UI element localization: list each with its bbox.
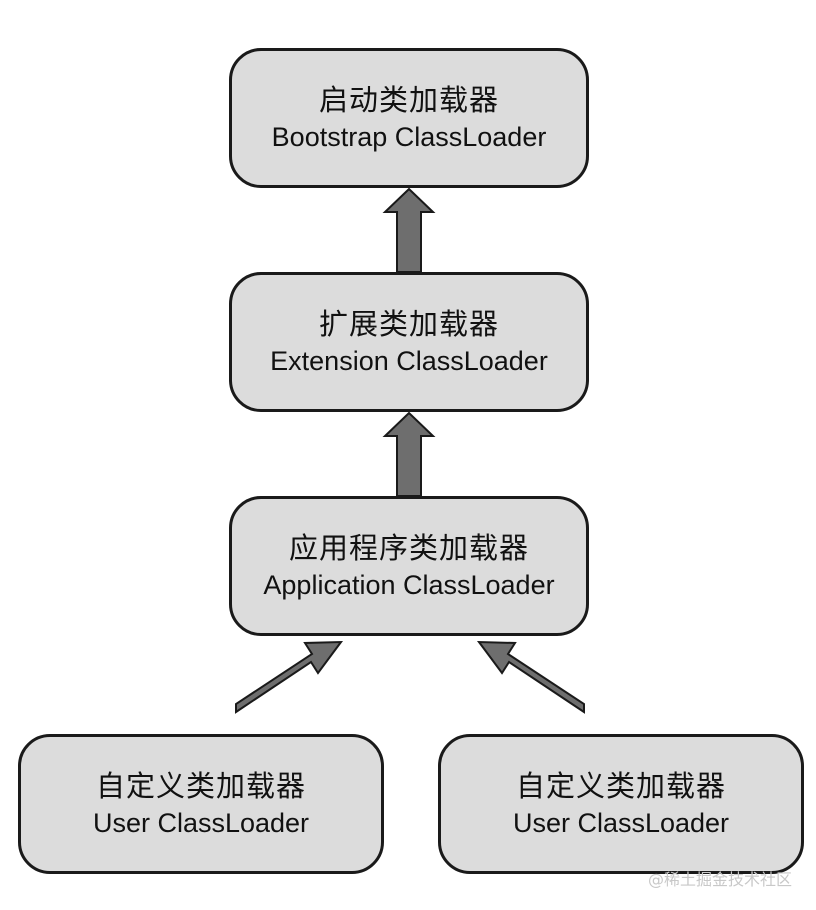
extension-zh-label: 扩展类加载器 <box>318 307 499 341</box>
bootstrap-zh-label: 启动类加载器 <box>318 83 499 117</box>
bootstrap-en-label: Bootstrap ClassLoader <box>271 122 547 152</box>
arrow-extension-to-bootstrap <box>382 187 436 273</box>
arrow-application-to-extension <box>382 411 436 497</box>
user-classloader-node-right: 自定义类加载器 User ClassLoader <box>438 734 804 874</box>
application-classloader-node: 应用程序类加载器 Application ClassLoader <box>229 496 589 636</box>
extension-classloader-node: 扩展类加载器 Extension ClassLoader <box>229 272 589 412</box>
arrow-user-right-to-application <box>476 640 585 714</box>
user-classloader-node-left: 自定义类加载器 User ClassLoader <box>18 734 384 874</box>
watermark: @稀土掘金技术社区 <box>647 870 792 889</box>
user-right-zh-label: 自定义类加载器 <box>515 769 726 803</box>
extension-en-label: Extension ClassLoader <box>270 346 548 376</box>
application-zh-label: 应用程序类加载器 <box>288 531 529 565</box>
application-en-label: Application ClassLoader <box>263 570 555 600</box>
user-left-en-label: User ClassLoader <box>92 808 310 838</box>
arrow-user-left-to-application <box>235 640 344 714</box>
bootstrap-classloader-node: 启动类加载器 Bootstrap ClassLoader <box>229 48 589 188</box>
user-right-en-label: User ClassLoader <box>512 808 730 838</box>
user-left-zh-label: 自定义类加载器 <box>95 769 306 803</box>
